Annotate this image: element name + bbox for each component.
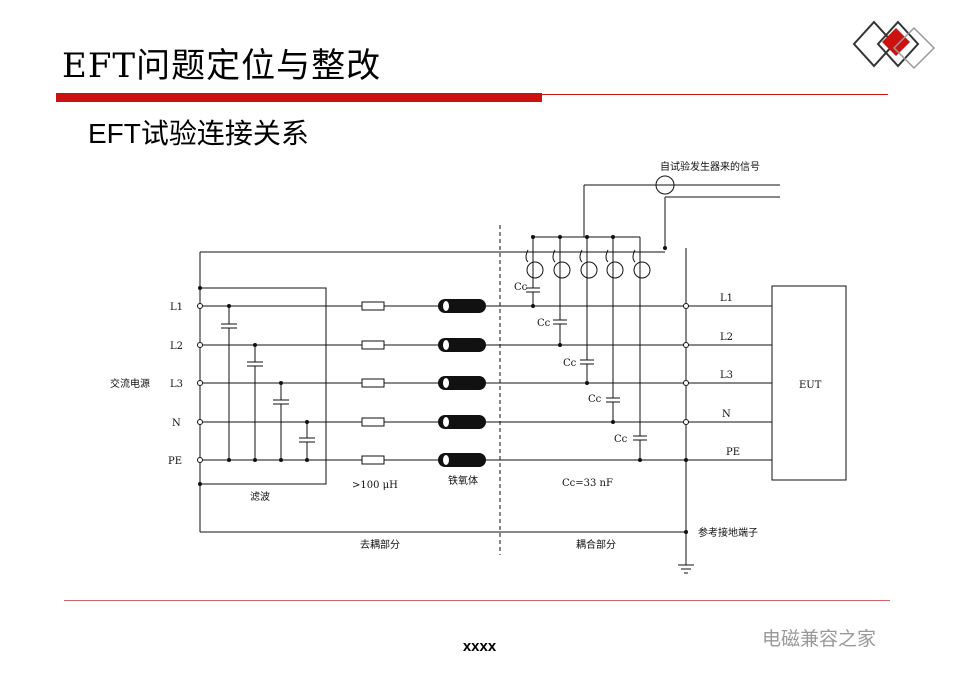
cap-label-1: Cc	[514, 282, 528, 293]
source-label: 交流电源	[110, 377, 150, 390]
signal-label: 自试验发生器来的信号	[660, 160, 760, 173]
title-underline-thin	[542, 94, 888, 95]
cap-label-4: Cc	[588, 394, 602, 405]
out-line-l1: L1	[720, 293, 733, 304]
slide-subtitle: EFT试验连接关系	[88, 118, 309, 149]
cap-value-label: Cc=33 nF	[562, 478, 613, 489]
decoupling-label: 去耦部分	[360, 538, 400, 551]
in-line-pe: PE	[168, 456, 182, 467]
inductor-label: >100 μH	[352, 480, 398, 491]
eft-connection-diagram: 自试验发生器来的信号 交流电源 L1 L2 L3 N PE L1 L2 L3 N…	[110, 160, 847, 574]
in-line-l2: L2	[170, 341, 183, 352]
out-line-l2: L2	[720, 332, 733, 343]
in-line-n: N	[172, 418, 181, 429]
cap-label-2: Cc	[537, 318, 551, 329]
out-line-pe: PE	[726, 447, 740, 458]
out-line-l3: L3	[720, 370, 733, 381]
ground-terminal-label: 参考接地端子	[698, 526, 758, 539]
title-underline-bar	[56, 93, 542, 102]
in-line-l1: L1	[170, 302, 183, 313]
slide-title: EFT问题定位与整改	[62, 46, 382, 86]
cap-label-3: Cc	[563, 358, 577, 369]
eut-label: EUT	[799, 380, 822, 391]
coupling-label: 耦合部分	[576, 538, 616, 551]
out-line-n: N	[722, 409, 731, 420]
footer-text: xxxx	[462, 638, 497, 655]
company-logo	[852, 18, 938, 78]
filter-label: 滤波	[250, 490, 270, 503]
in-line-l3: L3	[170, 379, 183, 390]
cap-label-5: Cc	[614, 434, 628, 445]
ferrite-label: 铁氧体	[448, 474, 478, 487]
watermark-text: 电磁兼容之家	[762, 628, 877, 650]
footer-divider	[64, 600, 890, 601]
